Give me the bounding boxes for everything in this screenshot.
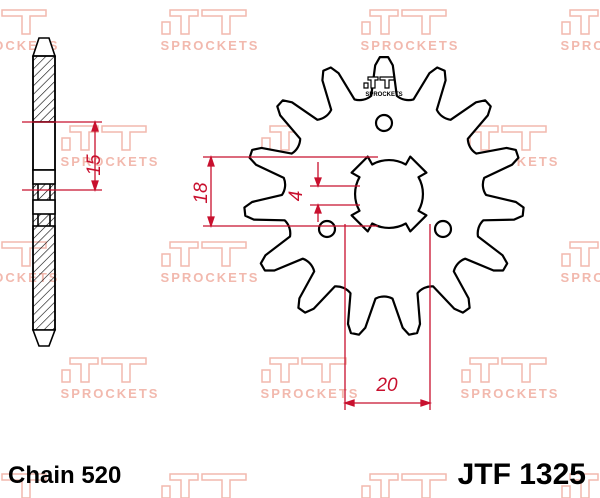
jt-logo: SPROCKETS — [363, 76, 403, 98]
logo-text: SPROCKETS — [365, 92, 402, 98]
watermark-tile: SPROCKETS — [1, 473, 47, 498]
watermark-tile: SPROCKETS — [161, 241, 260, 285]
watermark-text: SPROCKETS — [461, 386, 560, 401]
watermark-tile: SPROCKETS — [361, 9, 460, 53]
bore-dimension-label: 18 — [191, 182, 212, 204]
watermark-tile: SPROCKETS — [561, 9, 600, 53]
front-dimensions — [203, 154, 433, 410]
watermark-tile: SPROCKETS — [161, 9, 260, 53]
watermark-text: SPROCKETS — [161, 38, 260, 53]
bolt-hole-right — [433, 219, 453, 239]
chain-label: Chain 520 — [8, 462, 121, 489]
watermark-tile: SPROCKETS — [361, 473, 447, 498]
watermark-tile: SPROCKETS — [561, 241, 600, 285]
watermark-text: SPROCKETS — [161, 270, 260, 285]
bolt-hole-top — [374, 113, 394, 133]
bolt-spacing-label: 20 — [375, 375, 398, 396]
watermark-tile: SPROCKETS — [61, 125, 160, 169]
watermark-text: SPROCKETS — [561, 38, 600, 53]
splined-bore — [350, 155, 428, 233]
watermark-text: SPROCKETS — [61, 154, 160, 169]
watermark-tile: SPROCKETS — [261, 357, 360, 401]
flat-dimension-label: 4 — [286, 191, 307, 202]
watermark-tile: SPROCKETS — [461, 357, 560, 401]
watermark-tile: SPROCKETS — [161, 473, 247, 498]
watermark-text: SPROCKETS — [261, 386, 360, 401]
watermark-tile: SPROCKETS — [561, 473, 599, 498]
side-thickness-label: 15 — [84, 154, 105, 176]
watermark-tile: SPROCKETS — [61, 357, 160, 401]
part-number: JTF 1325 — [458, 458, 586, 491]
watermark-text: SPROCKETS — [61, 386, 160, 401]
watermark-text: SPROCKETS — [361, 38, 460, 53]
bolt-hole-left — [317, 219, 337, 239]
side-profile — [31, 37, 57, 347]
side-thickness-dimension — [22, 119, 102, 193]
watermark-text: SPROCKETS — [561, 270, 600, 285]
